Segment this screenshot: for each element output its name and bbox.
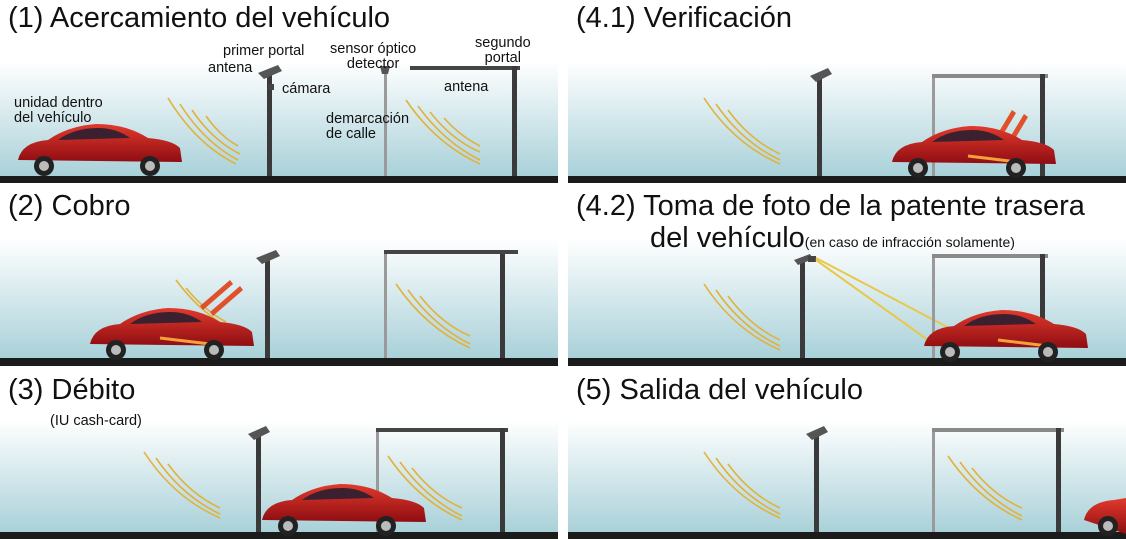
car-icon bbox=[924, 310, 1088, 362]
car-icon bbox=[90, 308, 254, 360]
scene-rear-plate-photo bbox=[568, 188, 1126, 366]
first-gantry-pole bbox=[265, 258, 270, 358]
second-gantry-beam bbox=[932, 428, 1064, 432]
optical-sensor-pole bbox=[376, 432, 379, 532]
signal-waves-icon bbox=[947, 455, 1023, 521]
signal-waves-icon bbox=[387, 455, 463, 521]
second-gantry-beam bbox=[376, 428, 508, 432]
scene-vehicle-approach bbox=[0, 0, 558, 183]
antenna-icon bbox=[256, 250, 280, 264]
sky-background bbox=[568, 372, 1126, 532]
road bbox=[0, 532, 558, 539]
panel-title-line2: del vehículo(en caso de infracción solam… bbox=[650, 224, 1015, 253]
optical-sensor-icon bbox=[380, 66, 390, 74]
road bbox=[568, 532, 1126, 539]
label-unit-in-vehicle: unidad dentro del vehículo bbox=[14, 95, 103, 127]
signal-waves-icon bbox=[405, 99, 481, 165]
camera-icon bbox=[808, 256, 816, 262]
sky-background bbox=[0, 188, 558, 358]
signal-waves-icon bbox=[167, 97, 241, 165]
first-gantry-pole bbox=[800, 260, 805, 358]
signal-arrows-icon bbox=[200, 280, 243, 316]
road bbox=[568, 176, 1126, 183]
second-gantry-pole bbox=[1056, 428, 1061, 532]
optical-sensor-pole bbox=[932, 78, 935, 176]
panel-title: (5) Salida del vehículo bbox=[576, 374, 863, 406]
panel-vehicle-approach: (1) Acercamiento del vehículo unidad den… bbox=[0, 0, 558, 183]
label-camera: cámara bbox=[282, 81, 331, 97]
second-gantry-pole bbox=[500, 254, 505, 358]
panel-title: (1) Acercamiento del vehículo bbox=[8, 2, 391, 34]
panel-verification: (4.1) Verificación bbox=[568, 0, 1126, 183]
signal-waves-icon bbox=[143, 451, 221, 519]
label-antenna-2: antena bbox=[444, 79, 489, 95]
second-gantry-beam bbox=[384, 250, 518, 254]
second-gantry-pole bbox=[512, 66, 517, 176]
second-gantry-beam bbox=[932, 254, 1048, 258]
signal-waves-icon bbox=[703, 283, 781, 351]
scene-charge bbox=[0, 188, 558, 366]
car-icon bbox=[262, 484, 426, 536]
first-gantry-pole bbox=[817, 76, 822, 176]
second-gantry-pole bbox=[1040, 74, 1045, 176]
label-antenna-1: antena bbox=[208, 60, 253, 76]
antenna-icon bbox=[248, 426, 270, 440]
camera-icon bbox=[268, 84, 274, 90]
second-gantry-beam bbox=[410, 66, 520, 70]
signal-waves-icon bbox=[395, 283, 471, 349]
panel-title: (3) Débito bbox=[8, 374, 136, 406]
optical-sensor-pole bbox=[932, 432, 935, 532]
second-gantry-beam bbox=[932, 74, 1048, 78]
panel-title: (2) Cobro bbox=[8, 190, 131, 222]
road bbox=[0, 176, 558, 183]
label-optical-sensor: sensor óptico detector bbox=[330, 41, 417, 73]
scene-verification bbox=[568, 0, 1126, 183]
second-gantry-pole bbox=[1040, 254, 1045, 358]
panel-title-line2-main: del vehículo bbox=[650, 222, 805, 254]
panel-title-line1: (4.2) Toma de foto de la patente trasera bbox=[576, 190, 1085, 222]
first-gantry-pole bbox=[256, 434, 261, 532]
road bbox=[568, 358, 1126, 366]
first-gantry-pole bbox=[267, 74, 272, 176]
camera-beam-icon bbox=[815, 257, 969, 341]
label-second-gantry: segundo portal bbox=[475, 35, 531, 67]
optical-sensor-pole bbox=[384, 254, 387, 358]
panel-title-line2-note: (en caso de infracción solamente) bbox=[804, 234, 1015, 250]
antenna-icon bbox=[258, 65, 282, 79]
antenna-icon bbox=[810, 68, 832, 82]
scene-vehicle-exit bbox=[568, 372, 1126, 539]
car-icon bbox=[892, 126, 1056, 178]
scene-debit bbox=[0, 372, 558, 539]
signal-waves-icon bbox=[703, 451, 781, 519]
optical-sensor-pole bbox=[384, 70, 387, 176]
signal-waves-icon bbox=[703, 97, 781, 165]
panel-debit: (3) Débito (IU cash-card) bbox=[0, 372, 558, 539]
car-icon bbox=[18, 124, 182, 176]
panel-title: (4.1) Verificación bbox=[576, 2, 792, 34]
road bbox=[0, 358, 558, 366]
first-gantry-pole bbox=[814, 434, 819, 532]
car-icon bbox=[1084, 498, 1126, 536]
label-road-marking: demarcación de calle bbox=[326, 111, 410, 143]
panel-rear-plate-photo: (4.2) Toma de foto de la patente trasera… bbox=[568, 188, 1126, 366]
panel-charge: (2) Cobro bbox=[0, 188, 558, 366]
panel-vehicle-exit: (5) Salida del vehículo bbox=[568, 372, 1126, 539]
second-gantry-pole bbox=[500, 428, 505, 532]
panel-subtitle: (IU cash-card) bbox=[50, 413, 142, 429]
optical-sensor-pole bbox=[932, 258, 935, 358]
antenna-icon bbox=[806, 426, 828, 440]
label-first-gantry: primer portal bbox=[223, 43, 305, 59]
